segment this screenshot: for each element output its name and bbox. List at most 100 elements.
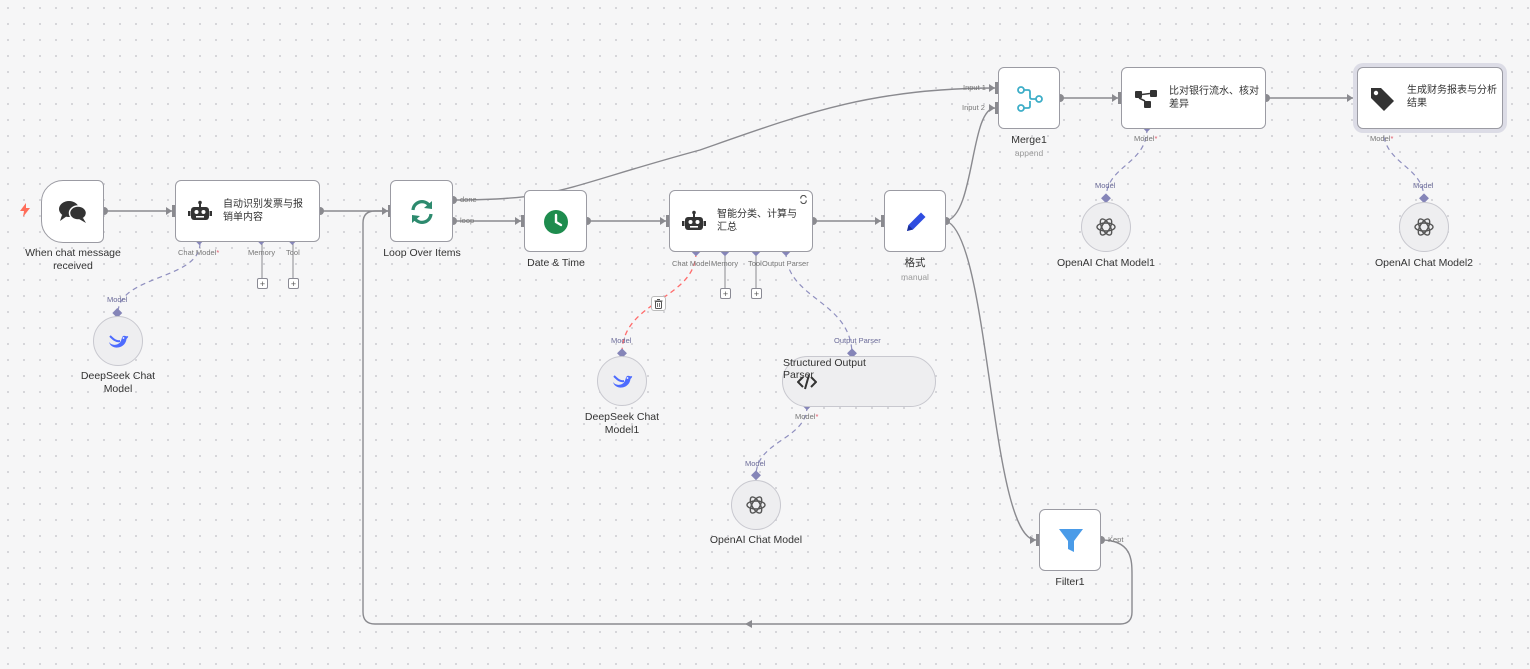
- add-tool-button[interactable]: +: [288, 278, 299, 289]
- edge-arrow-merge-in1: [989, 84, 995, 92]
- port-label-filter-kept: Kept: [1108, 535, 1124, 544]
- port-label-agent1-chatmodel: Chat Model*: [178, 248, 220, 257]
- in-agent1[interactable]: [172, 205, 176, 217]
- node-agent1-title: 自动识别发票与报销单内容: [223, 199, 303, 223]
- sync-icon: [798, 194, 808, 204]
- edge-arrow-filter: [1030, 536, 1036, 544]
- deepseek-whale-icon: [613, 375, 633, 388]
- loop-arrows-icon: [407, 197, 437, 227]
- port-label-loop-done: done: [460, 195, 477, 204]
- node-deepseek2[interactable]: [597, 356, 647, 406]
- node-format[interactable]: [884, 190, 946, 252]
- node-agent2-title: 智能分类、计算与汇总: [717, 209, 797, 233]
- edge-format-merge: [945, 107, 996, 222]
- port-label-report-model: Model*: [1370, 134, 1394, 143]
- node-compare-title: 比对银行流水、核对差异: [1169, 86, 1259, 110]
- node-openai-chat-model-label: OpenAI Chat Model: [709, 534, 803, 546]
- port-label-deepseek1-model: Model: [107, 295, 128, 304]
- node-agent2[interactable]: 智能分类、计算与汇总: [669, 190, 813, 252]
- node-chat-trigger[interactable]: [41, 180, 104, 243]
- port-label-agent1-memory: Memory: [248, 248, 276, 257]
- filter-funnel-icon: [1057, 526, 1085, 556]
- edge-arrow-format: [875, 217, 881, 225]
- merge-icon: [1015, 84, 1045, 114]
- edge-agent1-deepseek1: [117, 242, 201, 314]
- node-loop[interactable]: [390, 180, 453, 242]
- edge-loop-done-merge: [452, 87, 996, 201]
- port-label-loop-loop: loop: [460, 216, 475, 225]
- port-label-deepseek2-model: Model: [611, 336, 632, 345]
- node-agent1[interactable]: 自动识别发票与报销单内容: [175, 180, 320, 242]
- node-datetime[interactable]: [524, 190, 587, 252]
- node-parser-label: Structured Output Parser: [783, 357, 866, 381]
- node-datetime-label: Date & Time: [527, 257, 585, 269]
- port-label-agent2-tool: Tool: [748, 259, 762, 268]
- node-openai2[interactable]: [1399, 202, 1449, 252]
- port-openai2-model[interactable]: [1419, 193, 1429, 204]
- edge-arrow-loop: [382, 207, 388, 215]
- edge-arrow-agent2: [660, 217, 666, 225]
- pencil-icon: [901, 207, 931, 237]
- in-agent2[interactable]: [666, 215, 670, 227]
- port-parser-top[interactable]: [847, 348, 857, 359]
- node-merge-label: Merge1: [1011, 134, 1047, 146]
- node-loop-label: Loop Over Items: [383, 247, 461, 259]
- node-compare[interactable]: 比对银行流水、核对差异: [1121, 67, 1266, 129]
- port-label-agent2-memory: Memory: [711, 259, 739, 268]
- edge-arrow-compare: [1112, 94, 1118, 102]
- delete-connection-button[interactable]: [651, 296, 666, 311]
- edge-filter-loop-back: [362, 210, 1133, 625]
- add-tool-button[interactable]: +: [751, 288, 762, 299]
- port-label-agent2-chatmodel: Chat Model: [672, 259, 711, 268]
- node-merge[interactable]: [998, 67, 1060, 129]
- workflow-icon: [1133, 86, 1159, 112]
- node-deepseek2-label: DeepSeek Chat Model1: [584, 411, 660, 436]
- node-format-sub: manual: [901, 272, 929, 282]
- port-label-merge-input1: Input 1: [963, 83, 986, 92]
- edge-compare-openai1: [1105, 127, 1148, 200]
- node-openai-chat-model[interactable]: [731, 480, 781, 530]
- port-label-openai2-model: Model: [1413, 181, 1434, 190]
- node-report-title: 生成财务报表与分析结果: [1407, 85, 1497, 109]
- deepseek-whale-icon: [109, 335, 129, 348]
- port-label-parser-model: Model*: [795, 412, 819, 421]
- in-merge-2[interactable]: [995, 102, 999, 114]
- edge-report-openai2: [1382, 127, 1425, 200]
- robot-icon: [681, 209, 707, 235]
- in-compare[interactable]: [1118, 92, 1122, 104]
- openai-icon: [746, 496, 766, 514]
- code-brackets-icon: [797, 373, 817, 391]
- add-memory-button[interactable]: +: [257, 278, 268, 289]
- add-memory-button[interactable]: +: [720, 288, 731, 299]
- node-chat-trigger-label: When chat message received: [25, 247, 121, 272]
- edge-arrow-datetime: [515, 217, 521, 225]
- node-filter[interactable]: [1039, 509, 1101, 571]
- port-openai-model[interactable]: [751, 470, 761, 481]
- node-report[interactable]: 生成财务报表与分析结果: [1357, 67, 1503, 129]
- trash-icon: [654, 298, 663, 309]
- node-structured-output-parser[interactable]: Structured Output Parser: [782, 356, 936, 407]
- openai-icon: [1414, 218, 1434, 236]
- node-openai1[interactable]: [1081, 202, 1131, 252]
- port-label-merge-input2: Input 2: [962, 103, 985, 112]
- port-deepseek2-model[interactable]: [617, 348, 627, 359]
- in-format[interactable]: [881, 215, 885, 227]
- edge-arrow-agent1: [166, 207, 172, 215]
- clock-icon: [542, 208, 570, 236]
- edge-arrow-return: [745, 620, 752, 628]
- node-deepseek1[interactable]: [93, 316, 143, 366]
- in-report[interactable]: [1353, 92, 1357, 104]
- in-datetime[interactable]: [521, 215, 525, 227]
- node-deepseek1-label: DeepSeek Chat Model: [80, 370, 156, 395]
- port-label-parser-top: Output Parser: [834, 336, 881, 345]
- in-filter[interactable]: [1036, 534, 1040, 546]
- robot-icon: [187, 199, 213, 225]
- trigger-bolt-icon: [19, 203, 31, 222]
- node-openai1-label: OpenAI Chat Model1: [1056, 257, 1156, 269]
- node-format-label: 格式: [904, 257, 926, 269]
- node-openai2-label: OpenAI Chat Model2: [1374, 257, 1474, 269]
- port-openai1-model[interactable]: [1101, 193, 1111, 204]
- node-merge-sub: append: [1014, 148, 1044, 158]
- node-filter-label: Filter1: [1055, 576, 1085, 588]
- in-merge-1[interactable]: [995, 82, 999, 94]
